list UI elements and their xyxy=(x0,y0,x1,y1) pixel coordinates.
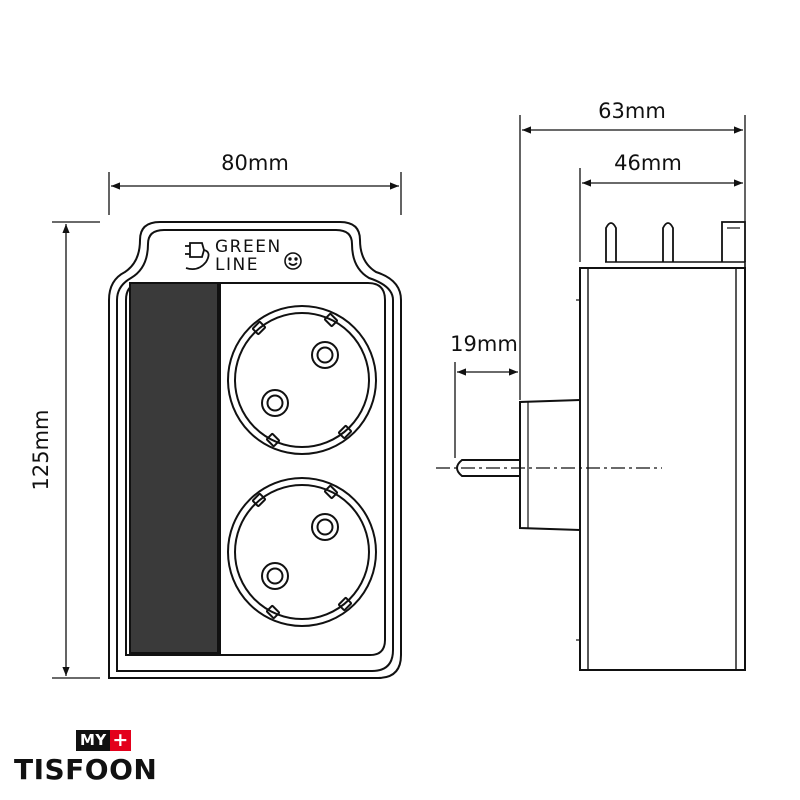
plug-icon xyxy=(185,242,210,271)
switch-panel xyxy=(129,282,219,654)
dim-body-depth xyxy=(579,168,743,262)
tisfoon-logo: MY + TISFOON xyxy=(14,730,194,790)
socket-lower xyxy=(227,477,377,627)
ground-clip-2 xyxy=(662,222,674,262)
brand-line2: LINE xyxy=(215,255,259,275)
brand-line1: GREEN xyxy=(215,237,282,257)
label-front-width: 80mm xyxy=(221,151,289,175)
logo-name: TISFOON xyxy=(14,753,158,786)
label-front-height: 125mm xyxy=(29,410,53,491)
side-view xyxy=(456,221,746,671)
front-housing-inner xyxy=(116,229,394,672)
ground-clip-3 xyxy=(721,221,746,262)
ground-clip-1 xyxy=(605,222,617,262)
label-side-depth: 63mm xyxy=(598,99,666,123)
side-body xyxy=(579,267,746,671)
logo-badge: MY + xyxy=(76,730,131,751)
socket-upper xyxy=(227,305,377,455)
swiss-cross-icon: + xyxy=(109,730,131,751)
dim-front-height xyxy=(52,221,100,679)
logo-prefix: MY xyxy=(76,730,110,751)
green-line-logo: GREEN LINE xyxy=(185,237,302,275)
dim-front-width xyxy=(108,172,402,215)
label-body-depth: 46mm xyxy=(614,151,682,175)
dim-side-depth xyxy=(519,115,746,400)
smiley-icon xyxy=(284,252,302,270)
label-plug-length: 19mm xyxy=(450,332,518,356)
plug-base xyxy=(519,399,581,531)
dim-plug-length xyxy=(454,362,518,458)
front-housing-outer xyxy=(108,221,402,679)
